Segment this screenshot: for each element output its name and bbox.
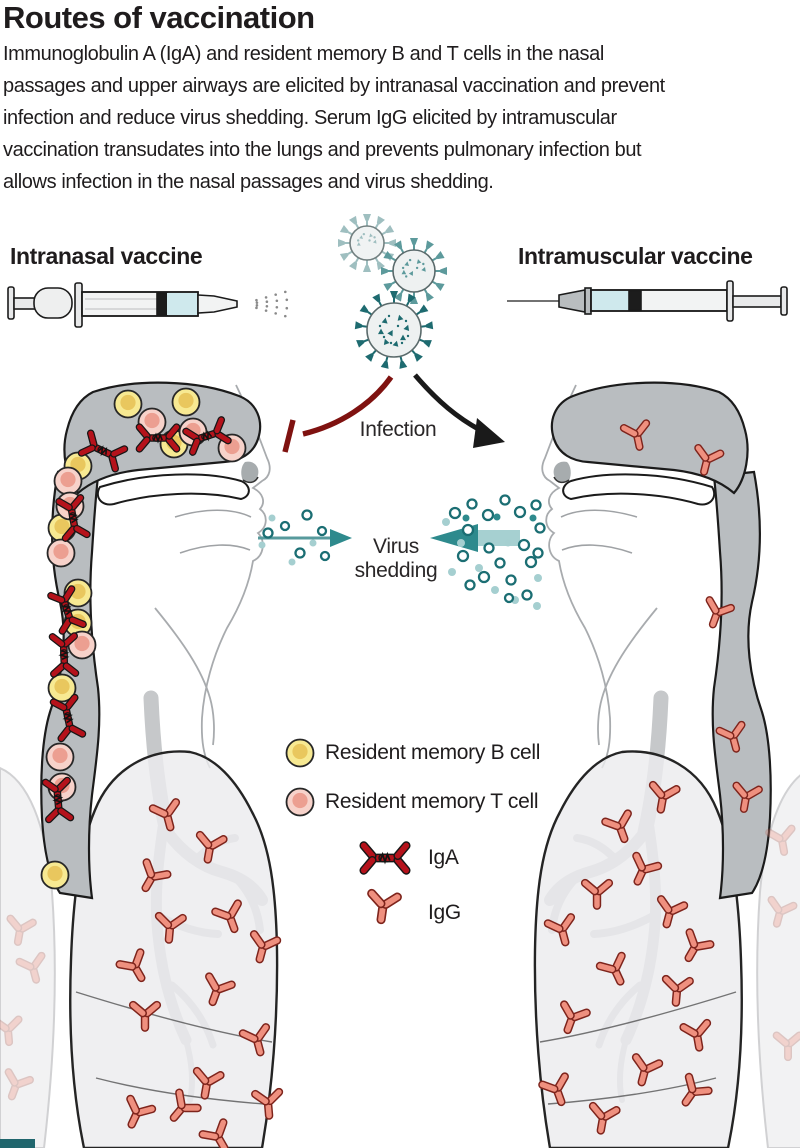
intranasal-person-illustration	[0, 383, 277, 1148]
blocked-infection-arrow	[302, 375, 394, 437]
page-title: Routes of vaccination	[3, 0, 315, 35]
igg-antibody-icon	[361, 886, 405, 927]
t-cell-icon	[285, 787, 315, 817]
description-text: Immunoglobulin A (IgA) and resident memo…	[3, 43, 665, 193]
intramuscular-syringe-illustration	[507, 280, 788, 322]
footer-corner-bar	[0, 1139, 35, 1148]
intranasal-syringe-illustration	[7, 282, 289, 328]
nasal-spray-mist	[255, 290, 289, 318]
shed-virus-particles-left	[258, 509, 331, 566]
infection-arrowhead-icon	[473, 418, 505, 448]
iga-antibody-icon	[359, 841, 412, 876]
shed-virus-particles-right	[442, 494, 546, 610]
sars-cov-2-virus-particles	[337, 213, 448, 370]
infection-arrows	[282, 373, 505, 453]
legend-label-t-cell: Resident memory T cell	[325, 790, 539, 813]
legend-icons	[285, 738, 412, 927]
infection-arrow	[413, 373, 482, 433]
legend-label-igg: IgG	[428, 901, 461, 924]
inhibition-bar-icon	[282, 419, 296, 453]
legend-label-b-cell: Resident memory B cell	[325, 741, 541, 764]
intramuscular-person-illustration	[535, 383, 800, 1148]
virus-shedding-label: Virus shedding	[354, 535, 438, 582]
virus-shedding-illustration	[258, 494, 546, 610]
intramuscular-vaccine-label: Intramuscular vaccine	[518, 243, 753, 269]
large-shedding-arrow	[478, 530, 520, 546]
b-cell-icon	[285, 738, 315, 768]
legend-label-iga: IgA	[428, 846, 459, 869]
intranasal-vaccine-label: Intranasal vaccine	[10, 243, 203, 269]
infection-label: Infection	[359, 418, 437, 441]
